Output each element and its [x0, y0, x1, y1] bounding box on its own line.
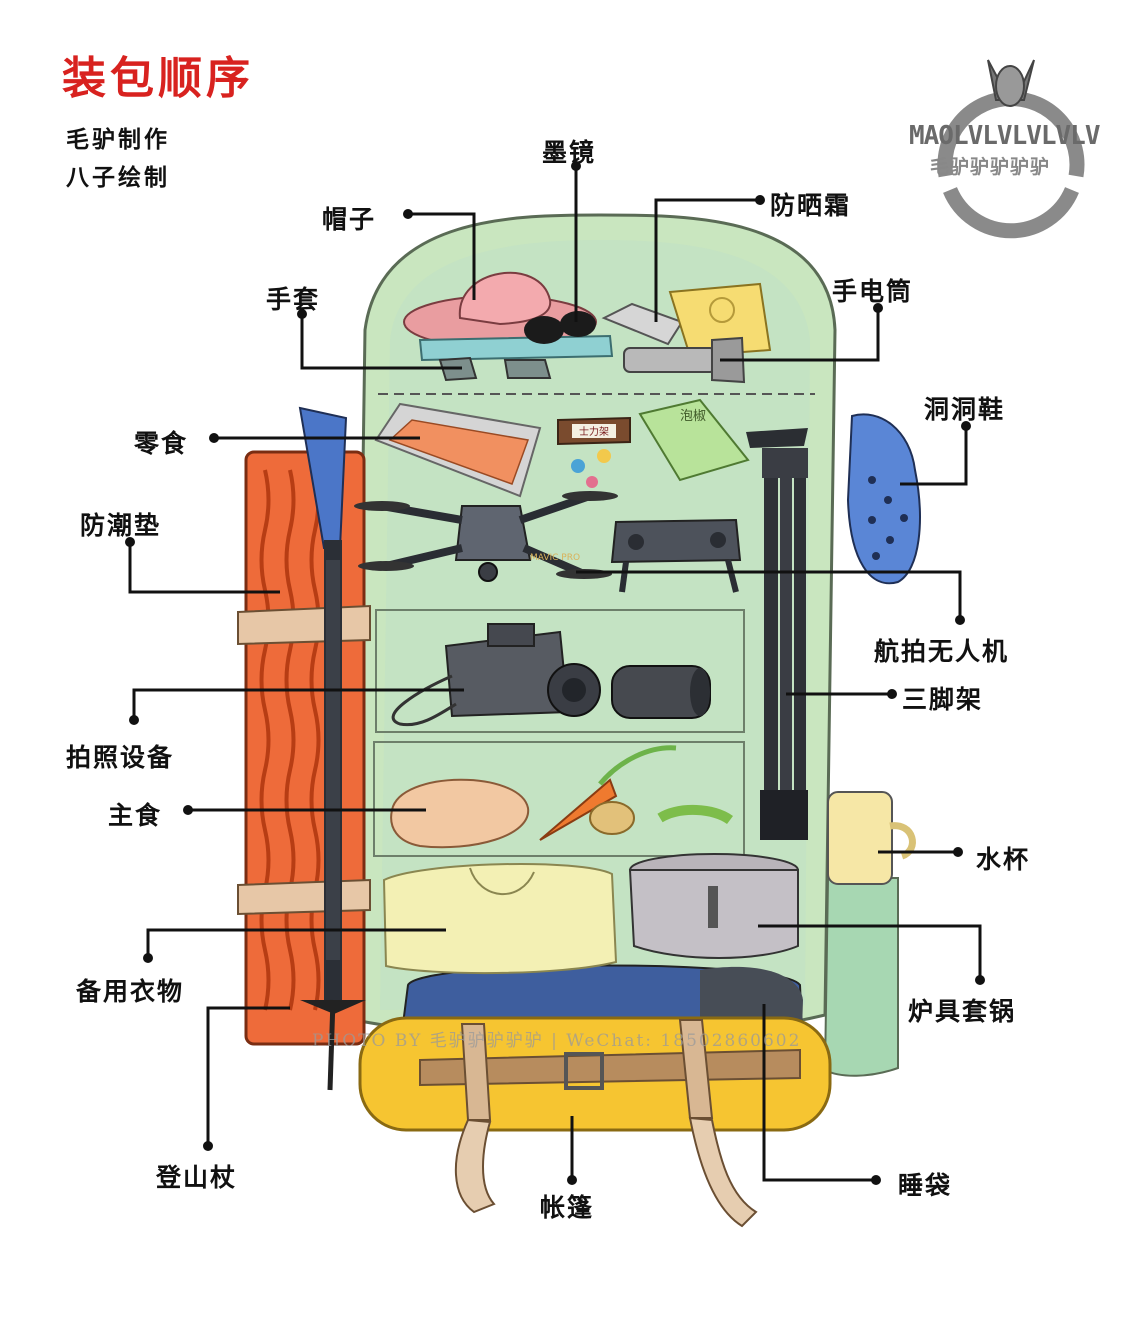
label-crocs: 洞洞鞋: [924, 395, 1006, 424]
label-snacks: 零食: [134, 429, 189, 458]
tent-illustration: [358, 1016, 832, 1228]
label-spare-clothes: 备用衣物: [76, 977, 185, 1006]
side-pocket: [823, 877, 899, 1077]
sunscreen-illustration: [601, 282, 772, 358]
food-illustration: [390, 745, 733, 849]
watermark: PHOTO BY 毛驴驴驴驴驴 | WeChat: 18502860602: [312, 1031, 802, 1051]
label-foam-mat: 防潮垫: [80, 511, 162, 540]
label-tripod: 三脚架: [902, 685, 984, 714]
crocs-illustration: [846, 413, 921, 585]
sleeping-bag-illustration: [400, 964, 804, 1034]
label-hat: 帽子: [322, 205, 377, 234]
gloves-illustration: [438, 356, 552, 382]
chocolate-bar-text: 士力架: [579, 425, 609, 438]
label-water-cup: 水杯: [976, 845, 1031, 874]
label-sunglasses: 墨镜: [542, 138, 597, 167]
trekking-pole-illustration: [298, 406, 366, 1091]
label-flashlight: 手电筒: [832, 277, 914, 306]
label-staple-food: 主食: [108, 801, 163, 830]
remote-illustration: [610, 518, 742, 593]
logo-text: MAOLVLVLVLVLV: [909, 121, 1100, 151]
sunglasses-illustration: [524, 311, 596, 344]
label-tent: 帐篷: [540, 1193, 595, 1222]
leader-dots: [125, 161, 985, 1185]
logo-illustration: [937, 59, 1085, 239]
water-cup-illustration: [827, 791, 916, 885]
label-trekking-pole: 登山杖: [156, 1163, 238, 1192]
label-stove-pot: 炉具套锅: [908, 997, 1017, 1026]
page-title: 装包顺序: [62, 53, 254, 104]
label-gloves: 手套: [266, 285, 321, 314]
leader-lines: [128, 162, 982, 1182]
foam-mat-illustration: [237, 450, 371, 1046]
label-sunscreen: 防晒霜: [770, 191, 852, 220]
snacks-illustration: 士力架 泡椒: [374, 398, 750, 498]
camera-illustration: [391, 623, 601, 727]
credit-maker: 毛驴制作: [66, 127, 170, 153]
label-sleeping-bag: 睡袋: [898, 1171, 953, 1200]
credit-illustrator: 八子绘制: [66, 165, 170, 191]
logo-subtext: 毛驴驴驴驴驴: [930, 156, 1051, 178]
drone-illustration: MAVIC PRO: [354, 491, 618, 582]
clothes-illustration: [382, 862, 618, 975]
tripod-illustration: [746, 428, 808, 840]
drone-brand-text: MAVIC PRO: [530, 553, 580, 563]
chips-bag-text: 泡椒: [680, 409, 706, 424]
pot-illustration: [628, 853, 799, 959]
label-camera-gear: 拍照设备: [66, 743, 175, 772]
label-drone: 航拍无人机: [874, 637, 1010, 666]
flashlight-illustration: [623, 336, 746, 384]
lens-illustration: [611, 665, 711, 719]
